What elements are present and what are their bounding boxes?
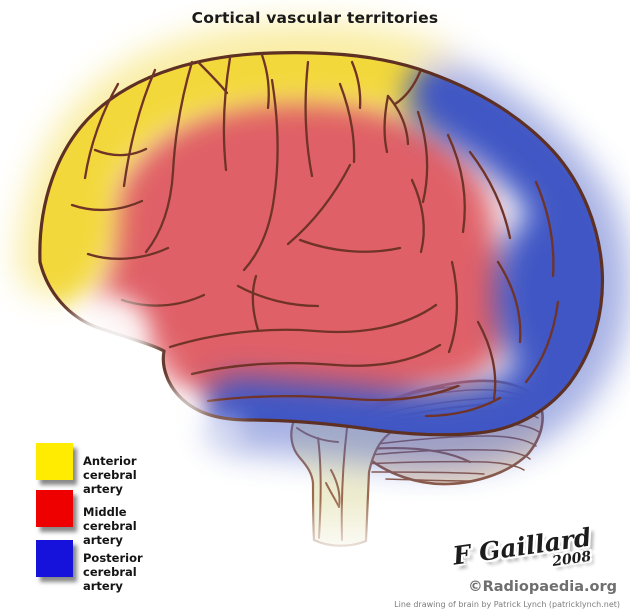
legend-label-anterior: Anterior cerebral artery — [83, 454, 137, 496]
white-fade — [72, 296, 243, 445]
line-drawing-credit: Line drawing of brain by Patrick Lynch (… — [394, 600, 620, 609]
legend-swatch-posterior — [36, 540, 73, 577]
legend-swatch-anterior — [36, 443, 73, 480]
cerebrum-outline — [38, 50, 605, 437]
mca-territory — [100, 90, 520, 422]
legend-swatch-middle — [36, 490, 73, 527]
sulci-lines — [70, 53, 560, 418]
radiopaedia-credit: ©Radiopaedia.org — [468, 579, 617, 595]
brainstem-fadeout — [288, 498, 380, 560]
page-title: Cortical vascular territories — [191, 9, 439, 27]
legend-label-middle: Middle cerebral artery — [83, 505, 137, 547]
cerebrum-territories — [39, 52, 603, 435]
legend-label-posterior: Posterior cerebral artery — [83, 551, 143, 593]
